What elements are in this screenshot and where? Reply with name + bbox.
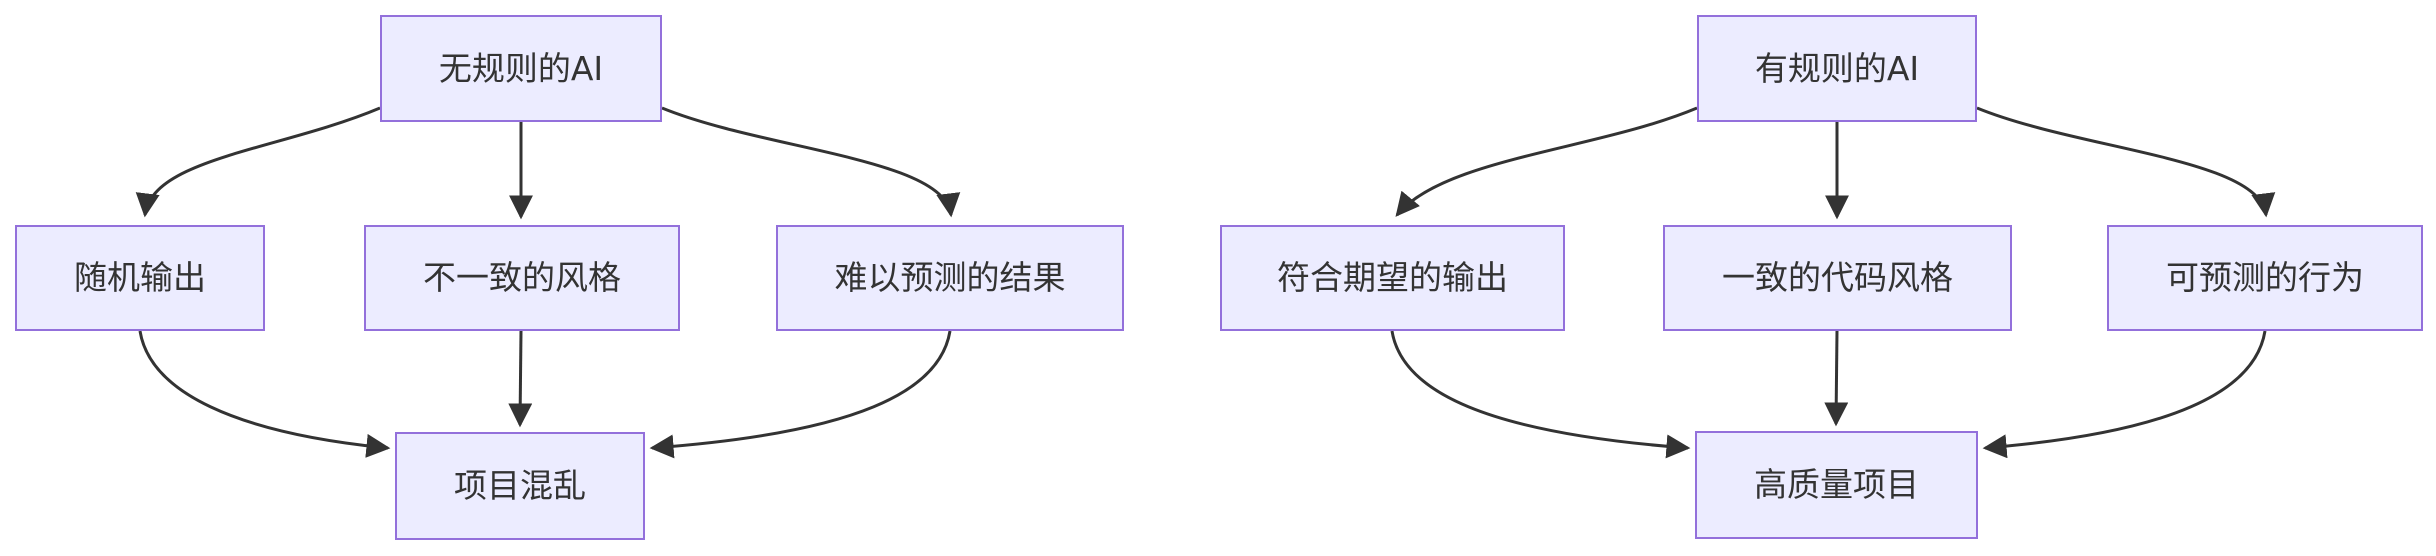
node-expected-output: 符合期望的输出 <box>1220 225 1565 331</box>
node-inconsistent-style: 不一致的风格 <box>364 225 680 331</box>
node-ruleless-ai: 无规则的AI <box>380 15 662 122</box>
node-consistent-code-style: 一致的代码风格 <box>1663 225 2012 331</box>
node-ruled-ai: 有规则的AI <box>1697 15 1977 122</box>
node-predictable-behavior: 可预测的行为 <box>2107 225 2423 331</box>
edge-predictable-behavior-to-quality <box>1982 330 2267 459</box>
edge-unpredictable-results-to-chaos <box>649 330 952 459</box>
edge-inconsistent-style-to-chaos <box>508 330 533 428</box>
edge-ruleless-to-unpredictable-results <box>661 106 961 218</box>
node-high-quality-project: 高质量项目 <box>1695 431 1978 539</box>
edge-random-output-to-chaos <box>138 330 391 458</box>
edge-ruleless-to-random-output <box>135 106 381 218</box>
edge-consistent-style-to-quality <box>1824 330 1849 427</box>
node-project-chaos: 项目混乱 <box>395 432 645 540</box>
edge-expected-output-to-quality <box>1390 330 1691 459</box>
edge-ruled-to-expected-output <box>1395 106 1698 217</box>
edge-ruled-to-predictable-behavior <box>1976 106 2276 218</box>
node-random-output: 随机输出 <box>15 225 265 331</box>
node-unpredictable-results: 难以预测的结果 <box>776 225 1124 331</box>
